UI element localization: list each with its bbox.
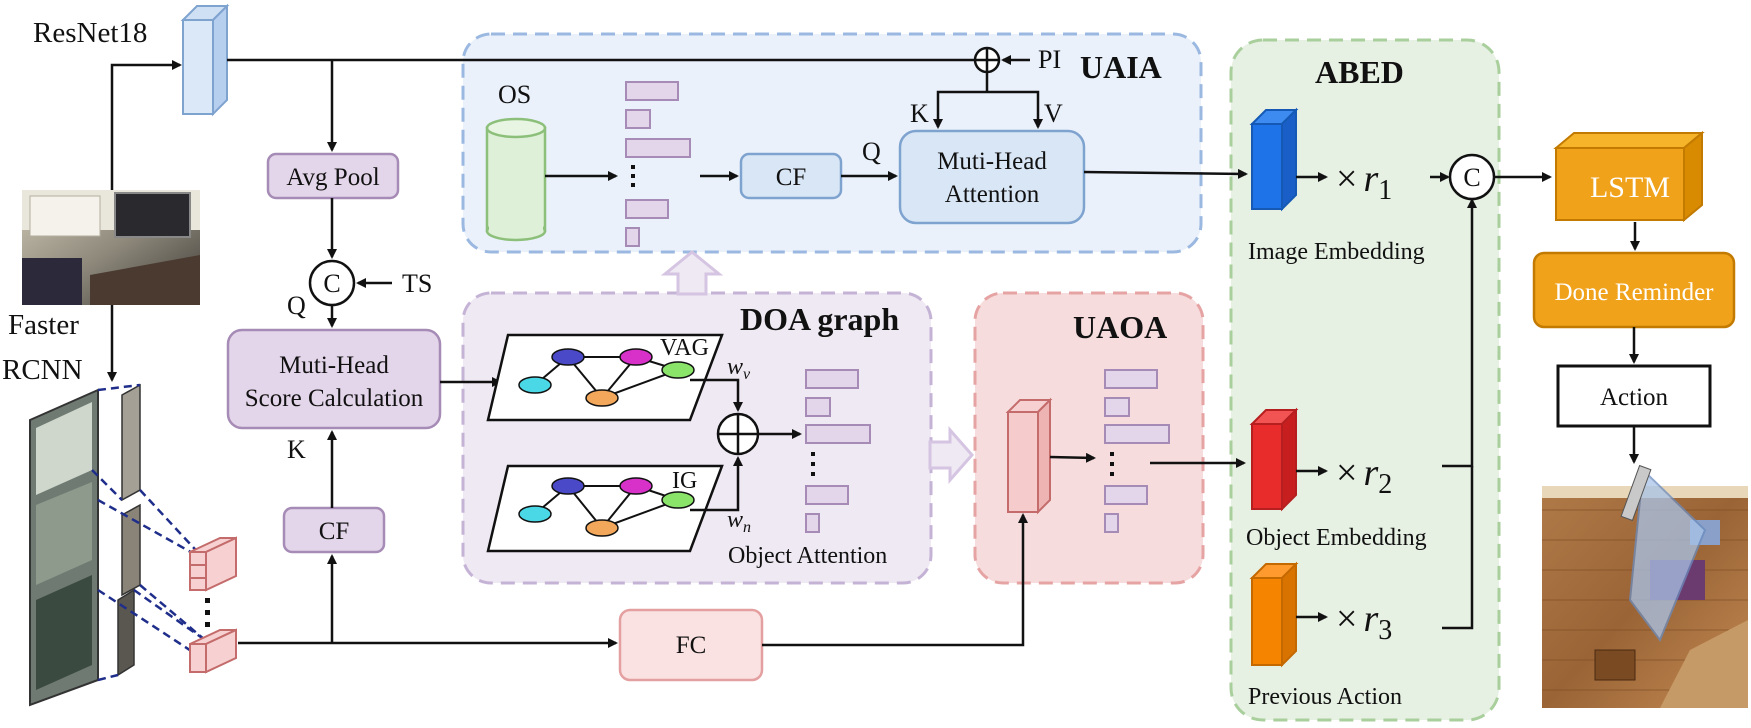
uaoa-block-to-bars-arrow — [1049, 452, 1096, 463]
os-label: OS — [498, 80, 531, 109]
done-reminder-label: Done Reminder — [1555, 279, 1715, 306]
uaia-bars-ellipsis — [631, 165, 635, 187]
pi-label: PI — [1038, 45, 1061, 74]
object-embedding-block — [1249, 407, 1299, 512]
ts-label: TS — [402, 269, 432, 298]
object-feature-cubes — [189, 536, 237, 674]
uaia-attention-bars — [625, 81, 691, 247]
cf-box-left — [282, 506, 386, 554]
r3-weight: ×r3 — [1336, 598, 1392, 646]
v-branch-arrow — [987, 90, 1043, 129]
ig-to-sum-arrow — [690, 456, 743, 512]
resnet-label: ResNet18 — [33, 17, 147, 49]
faster-rcnn-label-1: Faster — [8, 309, 79, 341]
cf-label-uaia: CF — [776, 164, 807, 191]
ig-graph-plane — [486, 464, 724, 553]
object-attention-label: Object Attention — [728, 543, 887, 569]
r3-to-concat-line — [1442, 466, 1474, 630]
previous-action-label: Previous Action — [1248, 684, 1402, 710]
cf-label-left: CF — [319, 518, 350, 545]
doa-graph-title: DOA graph — [740, 301, 899, 337]
score-calculation-label-2: Score Calculation — [245, 385, 424, 412]
image-to-resnet-arrow — [110, 60, 182, 190]
vag-graph-plane — [486, 333, 724, 422]
fc-label: FC — [676, 632, 707, 659]
uaoa-title: UAOA — [1073, 309, 1167, 345]
image-embedding-block — [1249, 107, 1299, 212]
k-label-uaia: K — [910, 99, 929, 128]
multi-head-attention-box — [898, 129, 1086, 225]
doa-to-uaoa-hollow-arrow — [928, 426, 974, 484]
vag-label: VAG — [660, 335, 709, 361]
concat-label-left: C — [323, 269, 340, 298]
os-cylinder — [485, 117, 547, 242]
doa-to-uaia-hollow-arrow — [660, 250, 724, 296]
concat-label-abed: C — [1463, 163, 1480, 192]
cube-ellipsis — [205, 598, 210, 627]
q-label-uaia: Q — [862, 137, 881, 166]
abed-region — [1229, 38, 1501, 722]
attention-to-image-embedding-arrow — [1083, 168, 1248, 179]
abed-title: ABED — [1315, 54, 1404, 90]
attention-label-1: Muti-Head — [937, 148, 1047, 175]
uaoa-feature-block — [1005, 397, 1053, 515]
ig-label: IG — [672, 468, 697, 494]
object-crops — [29, 383, 206, 707]
previous-action-block — [1249, 561, 1299, 668]
fc-to-uaoa-arrow — [762, 513, 1028, 647]
r2-weight: ×r2 — [1336, 452, 1392, 500]
observation-image — [22, 190, 200, 305]
score-calculation-label-1: Muti-Head — [279, 352, 389, 379]
avg-pool-label: Avg Pool — [286, 164, 379, 191]
wv-label: wv — [727, 354, 751, 383]
doa-attention-bars — [805, 369, 871, 533]
wn-label: wn — [727, 507, 751, 536]
r1-weight: ×r1 — [1336, 158, 1392, 206]
lstm-block — [1553, 130, 1705, 223]
q-label-left: Q — [287, 291, 306, 320]
faster-rcnn-label-2: RCNN — [2, 354, 83, 386]
attention-label-2: Attention — [945, 181, 1040, 208]
object-embedding-label: Object Embedding — [1246, 525, 1427, 551]
uaoa-attention-bars — [1104, 369, 1170, 533]
k-branch-arrow — [933, 90, 987, 129]
v-label-uaia: V — [1044, 99, 1063, 128]
score-calculation-box — [226, 328, 442, 430]
action-label: Action — [1600, 384, 1669, 411]
lstm-label: LSTM — [1590, 171, 1670, 204]
resnet-feature-block — [180, 3, 230, 117]
uaoa-bars-ellipsis — [1110, 452, 1114, 476]
image-embedding-label: Image Embedding — [1248, 239, 1425, 265]
k-label-left: K — [287, 435, 306, 464]
uaia-title: UAIA — [1080, 49, 1162, 85]
topdown-scene-image — [1542, 464, 1748, 708]
vag-to-sum-arrow — [690, 378, 743, 412]
doa-bars-ellipsis — [811, 452, 815, 476]
